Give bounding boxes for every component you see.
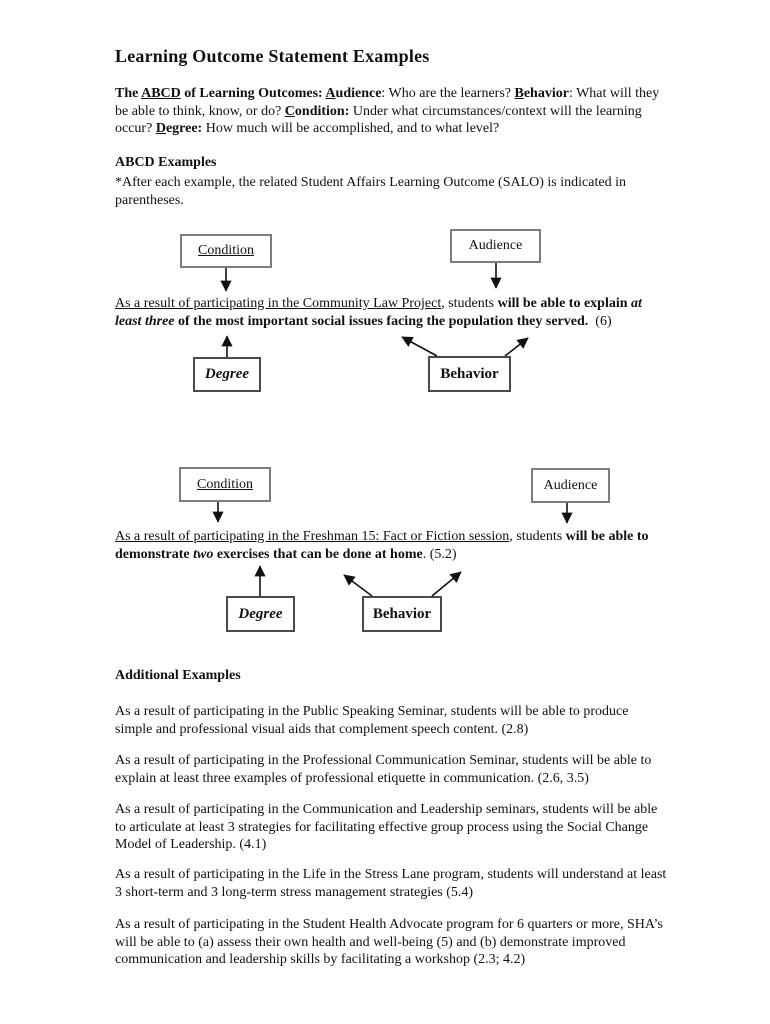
diagram1-audience-label: Audience	[468, 238, 523, 253]
diagram2-behavior-box: Behavior	[362, 596, 442, 632]
arrow-behavior1-up-right	[504, 337, 529, 357]
text-run: at least three	[115, 296, 646, 329]
text-run: Under what circumstances/context will th…	[115, 103, 646, 137]
diagram2-audience-box: Audience	[531, 468, 610, 503]
text-run: (6)	[588, 313, 612, 329]
text-run: , students	[441, 296, 498, 311]
abcd-intro-paragraph: The ABCD of Learning Outcomes: Audience:…	[115, 85, 667, 138]
arrow-behavior1-up-left	[401, 336, 438, 357]
diagram1-condition-label: Condition	[197, 243, 254, 258]
diagram2-sentence: As a result of participating in the Fres…	[115, 528, 671, 563]
diagram1-audience-box: Audience	[450, 229, 541, 263]
diagram1-degree-label: Degree	[204, 366, 250, 382]
text-run: : What will they be able to think, know,…	[115, 86, 663, 119]
arrow-behavior2-up-left	[343, 574, 373, 597]
text-run: of Learning Outcomes:	[180, 86, 326, 101]
text-run: exercises that can be done at home	[213, 546, 423, 562]
text-run: udience	[335, 86, 382, 101]
additional-paragraph-3: As a result of participating in the Comm…	[115, 802, 661, 852]
arrow-behavior2-up-right	[431, 571, 462, 597]
diagram2-audience-label: Audience	[543, 477, 598, 493]
text-run: two	[193, 546, 214, 562]
additional-paragraph-1: As a result of participating in the Publ…	[115, 704, 632, 737]
diagram1-condition-box: Condition	[180, 234, 272, 268]
diagram2-degree-label: Degree	[238, 605, 283, 622]
diagram1-behavior-box: Behavior	[428, 356, 511, 392]
diagram1-degree-box: Degree	[193, 357, 261, 392]
text-run: D	[155, 121, 166, 136]
text-run: will be able to demonstrate	[115, 529, 653, 562]
diagram2-degree-box: Degree	[226, 596, 295, 632]
text-run: will be able to explain	[497, 296, 632, 311]
salo-note: *After each example, the related Student…	[115, 175, 630, 208]
text-run: B	[514, 86, 524, 101]
diagram2-condition-label: Condition	[196, 476, 253, 492]
text-run: . (5.2)	[422, 546, 457, 562]
text-run: : Who are the learners?	[381, 86, 515, 101]
text-run: C	[284, 103, 295, 119]
additional-paragraph-5: As a result of participating in the Stud…	[115, 917, 667, 967]
additional-paragraph-4: As a result of participating in the Life…	[115, 867, 670, 900]
page-title: Learning Outcome Statement Examples	[115, 46, 430, 66]
text-run: As a result of participating in the Comm…	[115, 296, 442, 311]
diagram2-condition-box: Condition	[179, 467, 271, 502]
diagram1-behavior-label: Behavior	[440, 365, 499, 382]
text-run: of the most important social issues faci…	[174, 313, 589, 329]
diagram2-behavior-label: Behavior	[372, 605, 432, 622]
abcd-examples-heading: ABCD Examples	[115, 155, 217, 170]
text-run: ondition:	[294, 103, 350, 119]
additional-paragraph-2: As a result of participating in the Prof…	[115, 753, 655, 786]
text-run: ehavior	[523, 86, 569, 101]
text-run: How much will be accomplished, and to wh…	[202, 121, 500, 136]
text-run: ABCD	[141, 86, 181, 101]
diagram1-sentence: As a result of participating in the Comm…	[115, 295, 671, 330]
additional-examples-heading: Additional Examples	[115, 668, 241, 683]
text-run: A	[325, 86, 336, 101]
text-run: The	[115, 86, 142, 101]
text-run: As a result of participating in the Fres…	[115, 529, 510, 544]
text-run: , students	[509, 529, 566, 544]
text-run: egree:	[165, 121, 203, 136]
